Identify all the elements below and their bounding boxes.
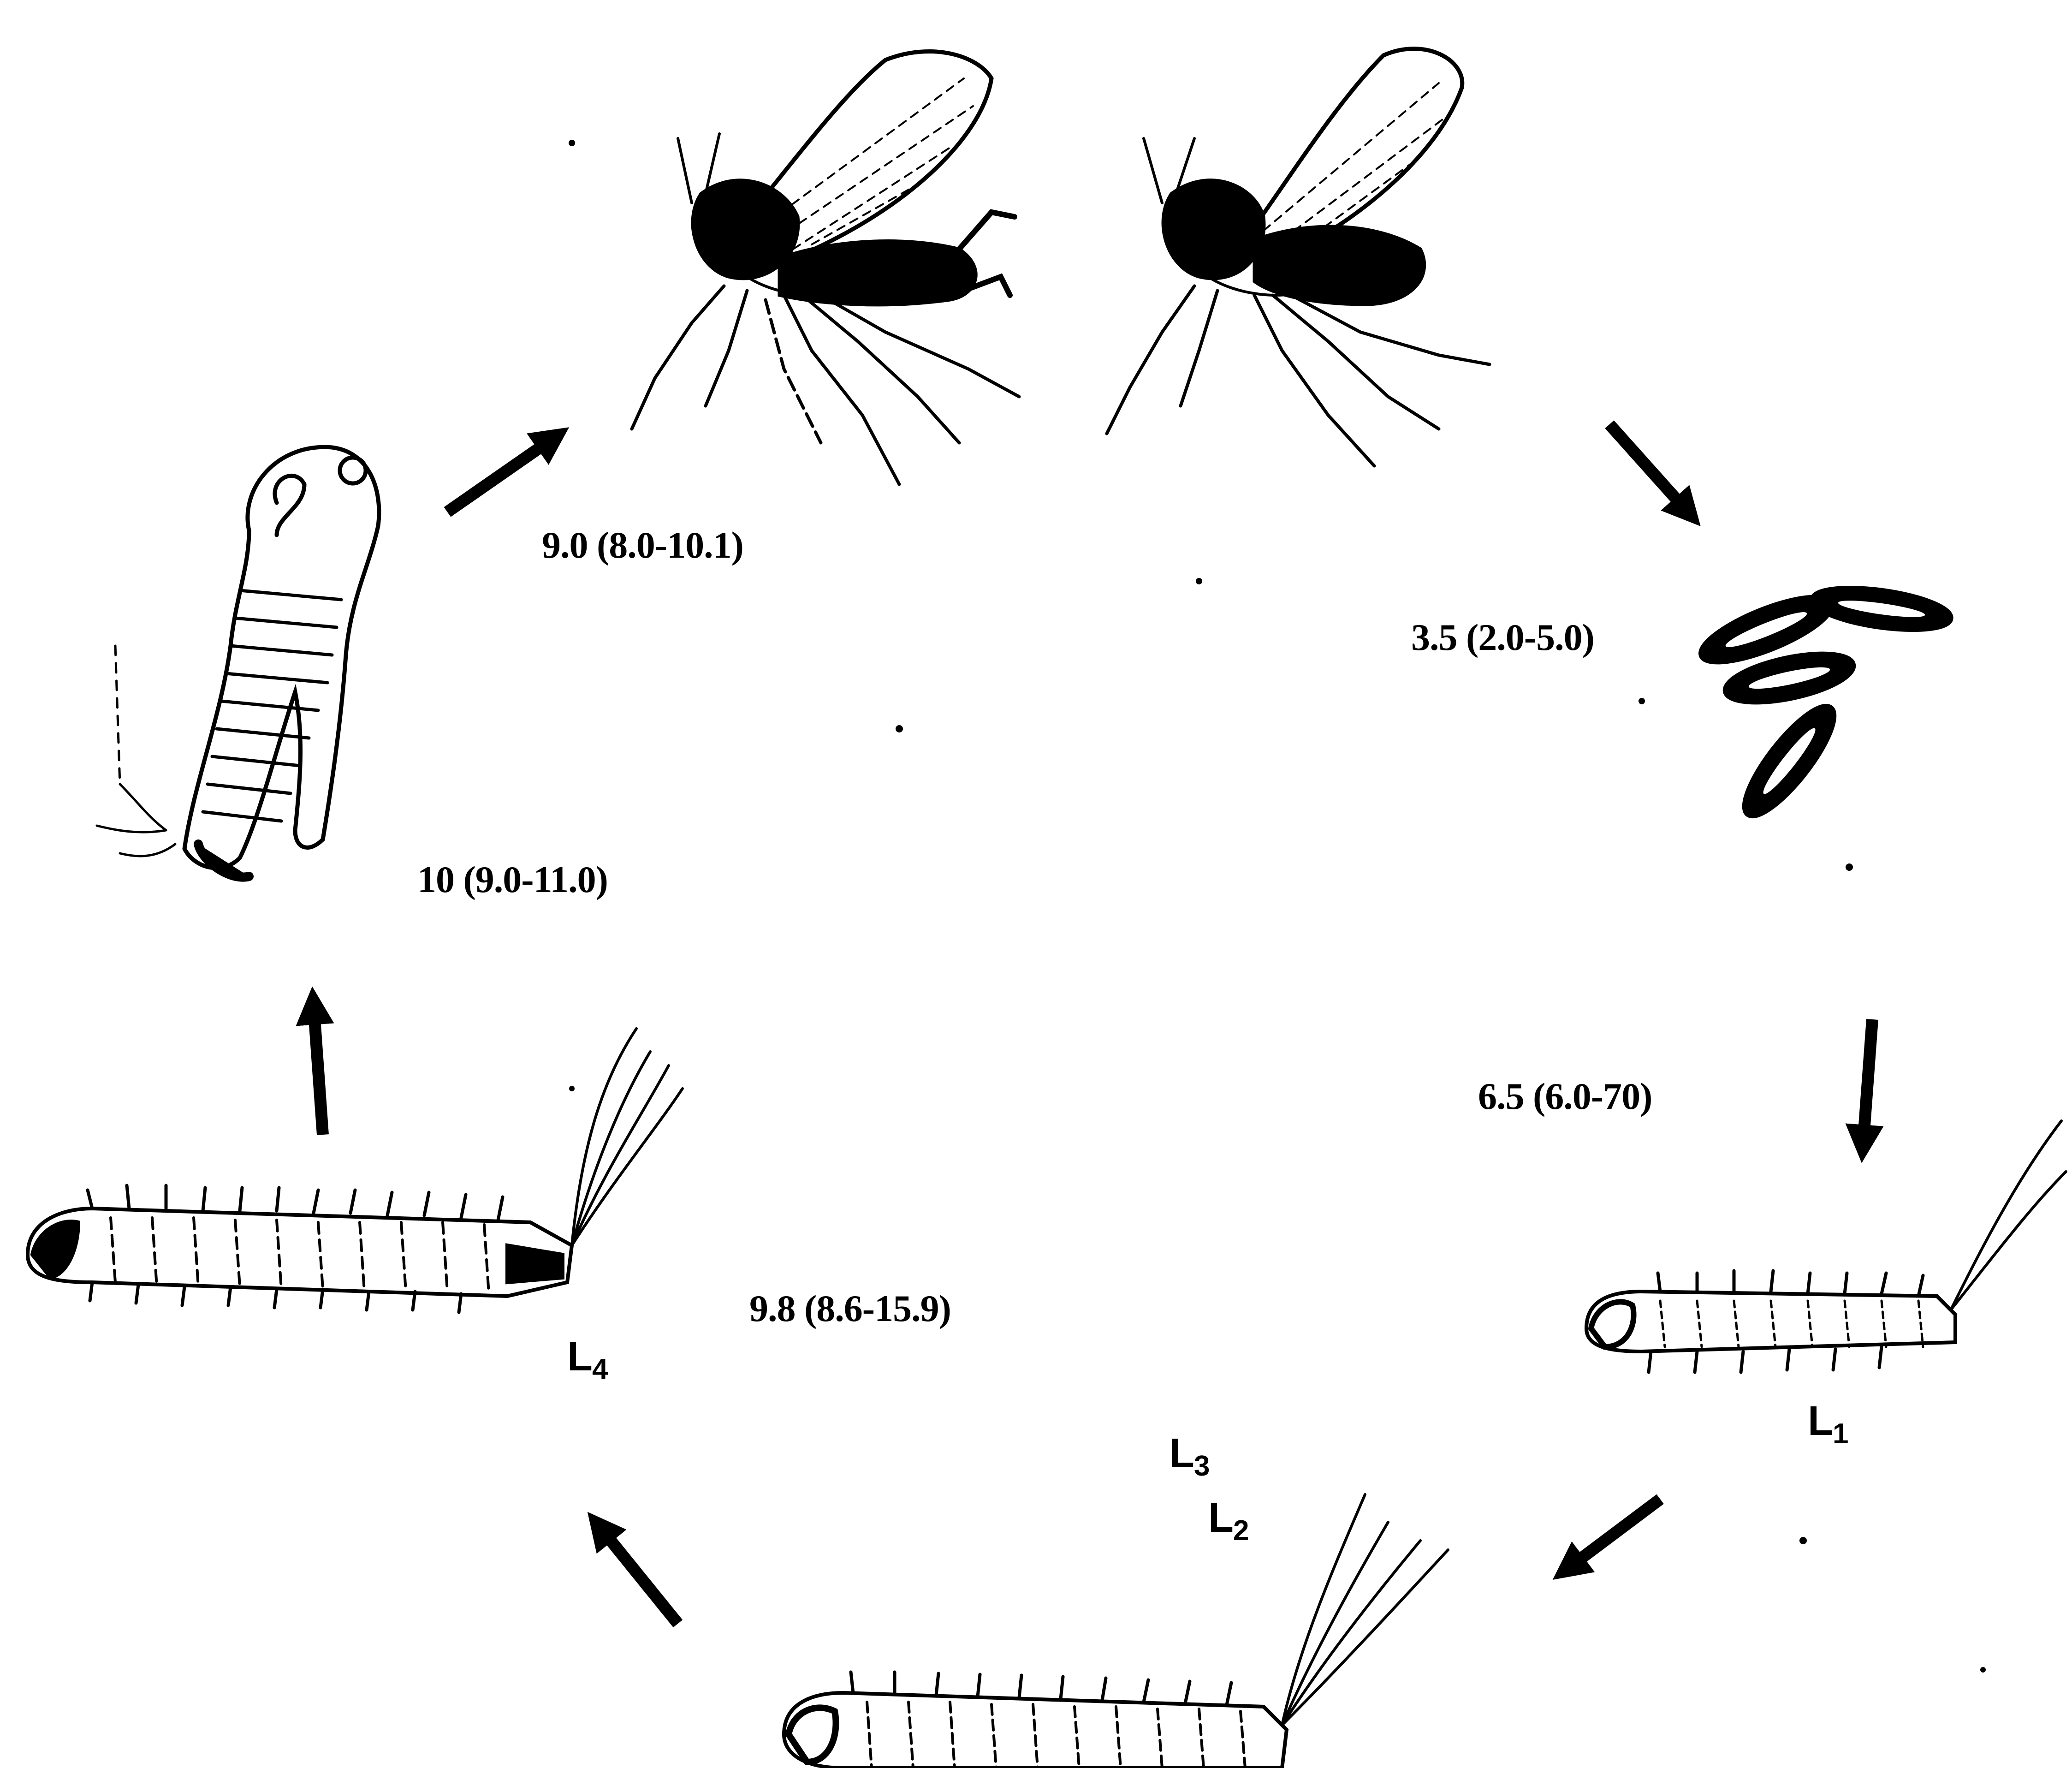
duration-adult-to-egg: 3.5 (2.0-5.0)	[1411, 616, 1594, 659]
arrow-icon	[314, 424, 1872, 1624]
duration-egg-to-l1: 6.5 (6.0-70)	[1478, 1075, 1652, 1118]
stage-label-l3: L3	[1169, 1430, 1209, 1482]
adult-fly-female-icon	[1107, 49, 1490, 466]
duration-pupa-to-adult: 9.0 (8.0-10.1)	[542, 524, 743, 567]
arrow-l3-to-l4	[600, 1527, 678, 1624]
arrow-l4-to-pupa	[314, 1006, 323, 1135]
arrow-eggs-to-l1	[1863, 1019, 1872, 1144]
duration-l2-to-l4: 9.8 (8.6-15.9)	[749, 1287, 951, 1330]
eggs-icon	[1695, 582, 1953, 826]
arrow-pupa-to-adult	[447, 438, 553, 512]
duration-larva-to-pupa: 10 (9.0-11.0)	[417, 858, 608, 901]
larva-l4-icon	[28, 1029, 683, 1312]
arrow-adult-to-eggs	[1609, 424, 1688, 512]
stage-label-l2: L2	[1208, 1494, 1248, 1547]
stage-label-l4: L4	[567, 1333, 607, 1386]
pupa-icon	[97, 447, 379, 877]
larva-l1-icon	[1586, 1121, 2066, 1372]
adult-fly-male-icon	[632, 51, 1019, 484]
stage-label-l1: L1	[1808, 1398, 1848, 1450]
larva-l2-l3-icon	[784, 1494, 1448, 1768]
specks	[569, 140, 1986, 1673]
arrow-l1-to-l2	[1568, 1499, 1660, 1568]
